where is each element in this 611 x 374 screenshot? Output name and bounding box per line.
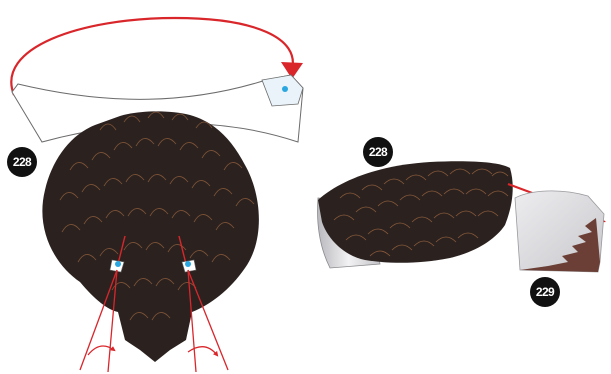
part-badge-228: 228 — [7, 147, 37, 177]
part-number-label: 228 — [369, 145, 388, 159]
hole-marker — [282, 86, 288, 92]
hole-marker — [115, 261, 121, 267]
part-number-label: 228 — [13, 155, 32, 169]
part-229-flap — [515, 191, 604, 272]
part-number-label: 229 — [536, 285, 555, 299]
part-badge-229: 229 — [530, 277, 560, 307]
part-badge-228-side: 228 — [363, 137, 393, 167]
beard-front — [42, 111, 259, 362]
beard-side — [318, 161, 513, 268]
hole-marker — [185, 261, 191, 267]
